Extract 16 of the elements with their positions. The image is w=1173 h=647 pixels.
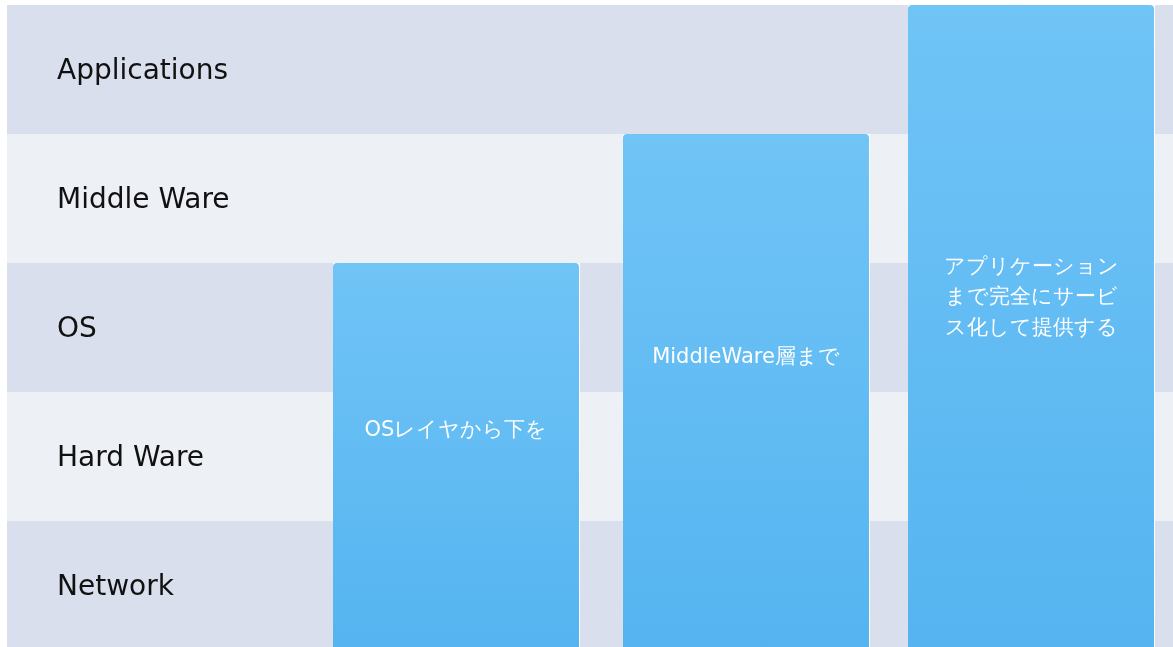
service-bar <box>908 5 1154 647</box>
service-bar <box>333 263 579 647</box>
bar-label: OSレイヤから下を <box>363 416 549 443</box>
layer-label: Network <box>57 569 174 602</box>
layer-label: OS <box>57 311 97 344</box>
layer-band <box>7 5 908 134</box>
layer-band <box>7 392 333 521</box>
service-bar <box>623 134 869 647</box>
layer-band <box>7 134 623 263</box>
layer-label: Applications <box>57 53 229 86</box>
layer-band <box>7 263 333 392</box>
bar-label: アプリケーションまで完全にサービス化して提供する <box>942 253 1120 341</box>
layer-label: Middle Ware <box>57 182 230 215</box>
layer-label: Hard Ware <box>57 440 205 473</box>
bar-label: MiddleWare層まで <box>651 343 841 370</box>
layer-band <box>7 521 333 647</box>
